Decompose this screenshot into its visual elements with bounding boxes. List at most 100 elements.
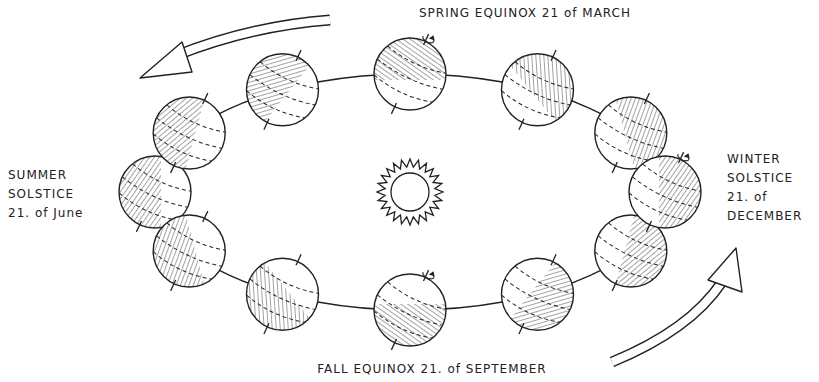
axis-group bbox=[519, 50, 556, 130]
earth-globe bbox=[229, 254, 322, 347]
axis-group bbox=[519, 254, 556, 334]
earth-globe bbox=[496, 254, 591, 347]
globe-outline bbox=[153, 215, 225, 287]
earth-globe bbox=[624, 149, 705, 235]
earth-axis bbox=[171, 280, 176, 291]
night-shading bbox=[143, 86, 205, 171]
latitude-line bbox=[245, 91, 305, 122]
travel-arrow bbox=[140, 42, 192, 78]
night-shading bbox=[229, 261, 311, 348]
latitude-line bbox=[117, 193, 177, 224]
globe-outline bbox=[153, 97, 225, 169]
globe-outline bbox=[374, 38, 446, 110]
latitude-line bbox=[155, 118, 222, 153]
earth-axis bbox=[644, 93, 649, 104]
latitude-line bbox=[120, 177, 187, 212]
earth-axis bbox=[391, 103, 396, 114]
globe-outline bbox=[247, 54, 319, 126]
latitude-line bbox=[596, 236, 663, 271]
earth-globe bbox=[369, 267, 450, 353]
latitude-line bbox=[503, 75, 570, 110]
latitude-line bbox=[627, 193, 687, 224]
latitude-line bbox=[155, 236, 222, 271]
globe-outline bbox=[374, 274, 446, 346]
globe-outline bbox=[247, 258, 319, 330]
earth-axis bbox=[551, 254, 556, 265]
latitude-line bbox=[596, 118, 663, 153]
rotation-arrow bbox=[684, 152, 692, 159]
night-shading bbox=[117, 154, 161, 230]
earth-axis bbox=[612, 162, 617, 173]
latitude-line bbox=[372, 311, 432, 342]
earth-globe bbox=[229, 36, 322, 129]
rotation-arrow bbox=[429, 270, 437, 277]
night-side bbox=[229, 261, 311, 348]
earth-axis bbox=[296, 50, 301, 61]
sun-disc bbox=[391, 173, 429, 211]
earth-axis bbox=[551, 50, 556, 61]
earth-axis bbox=[612, 280, 617, 291]
latitude-line bbox=[151, 252, 211, 283]
night-shading bbox=[143, 213, 205, 298]
axis-group bbox=[171, 93, 208, 173]
night-shading bbox=[509, 36, 591, 123]
rotation-arrow bbox=[429, 34, 437, 41]
latitude-line bbox=[245, 295, 305, 326]
globe-outline bbox=[502, 258, 574, 330]
latitude-line bbox=[372, 75, 432, 106]
axis-group bbox=[612, 211, 649, 291]
earth-axis bbox=[296, 254, 301, 265]
night-shading bbox=[372, 304, 448, 348]
earth-globe bbox=[496, 36, 591, 129]
earth-axis bbox=[264, 323, 269, 334]
earth-axis bbox=[646, 221, 651, 232]
earth-axis bbox=[519, 323, 524, 334]
earth-axis bbox=[136, 221, 141, 232]
latitude-line bbox=[151, 134, 211, 165]
night-shading bbox=[229, 36, 311, 123]
season-label: SPRING EQUINOX 21 of MARCH bbox=[380, 4, 670, 23]
earth-axis bbox=[391, 339, 396, 350]
sun-rays bbox=[377, 159, 443, 225]
earth-globe bbox=[369, 31, 450, 117]
axis-group bbox=[136, 152, 173, 232]
night-side bbox=[117, 154, 161, 230]
latitude-line bbox=[593, 252, 653, 283]
axis-group bbox=[264, 50, 301, 130]
night-shading bbox=[372, 36, 448, 80]
travel-arrow bbox=[175, 20, 330, 56]
latitude-line bbox=[500, 91, 560, 122]
axis-group bbox=[264, 254, 301, 334]
travel-arrow bbox=[708, 248, 742, 292]
axis-group bbox=[643, 149, 692, 235]
earth-axis bbox=[171, 162, 176, 173]
night-side bbox=[143, 213, 205, 298]
globe-outline bbox=[629, 156, 701, 228]
earth-axis bbox=[264, 119, 269, 130]
earth-axis bbox=[203, 93, 208, 104]
earth-globe bbox=[143, 211, 229, 297]
night-side bbox=[143, 86, 205, 171]
latitude-line bbox=[593, 134, 653, 165]
axis-group bbox=[612, 93, 649, 173]
night-side bbox=[229, 36, 311, 123]
latitude-line bbox=[375, 295, 442, 330]
latitude-line bbox=[375, 59, 442, 94]
axis-group bbox=[388, 31, 437, 117]
season-label: FALL EQUINOX 21. of SEPTEMBER bbox=[262, 360, 602, 379]
axis-group bbox=[171, 211, 208, 291]
night-side bbox=[372, 36, 448, 80]
latitude-line bbox=[500, 295, 560, 326]
latitude-line bbox=[503, 279, 570, 314]
travel-arrow bbox=[612, 282, 722, 362]
earth-axis bbox=[203, 211, 208, 222]
axis-group bbox=[388, 267, 437, 353]
globe-outline bbox=[502, 54, 574, 126]
travel-arrow bbox=[612, 282, 722, 362]
latitude-line bbox=[630, 177, 697, 212]
season-label: SUMMER SOLSTICE 21. of June bbox=[8, 166, 94, 223]
latitude-line bbox=[248, 75, 315, 110]
earth-globe bbox=[143, 86, 229, 172]
